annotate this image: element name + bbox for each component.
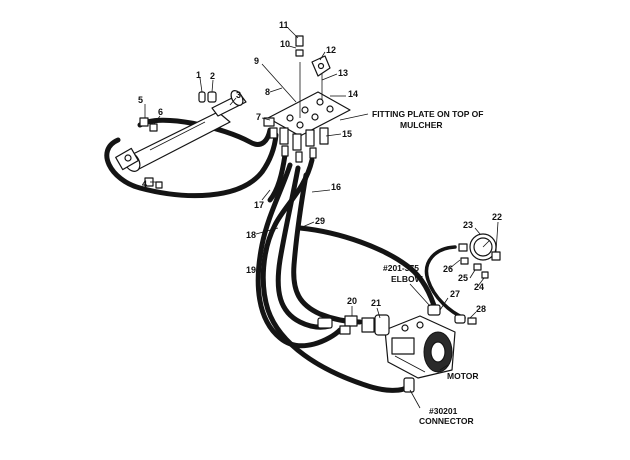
elbow-fitting: [427, 304, 477, 325]
hose-18: [275, 165, 333, 330]
connector-label-line1: #30201: [429, 406, 458, 416]
callout-15: 15: [342, 129, 352, 139]
fitting-plate-label-line1: FITTING PLATE ON TOP OF: [372, 109, 483, 119]
callout-9: 9: [254, 56, 259, 66]
motor: [384, 315, 456, 379]
callout-26: 26: [443, 264, 453, 274]
hose-19: [255, 162, 343, 349]
hose-to-elbow: [297, 225, 439, 315]
plate-fittings: [263, 117, 329, 163]
callout-20: 20: [347, 296, 357, 306]
fitting-plate: [267, 35, 351, 137]
text-labels: FITTING PLATE ON TOP OF MULCHER #201-375…: [372, 109, 483, 426]
callout-8: 8: [265, 87, 270, 97]
callout-19: 19: [246, 265, 256, 275]
hose-group: [104, 117, 466, 393]
hose-16: [260, 157, 413, 393]
leader-lines: [144, 27, 499, 409]
hose-29: [291, 172, 363, 325]
connector-fitting: [403, 377, 415, 393]
elbow-label-line2: ELBOW: [391, 274, 424, 284]
callout-2: 2: [210, 71, 215, 81]
callout-12: 12: [326, 45, 336, 55]
callout-25: 25: [458, 273, 468, 283]
fittings-20-21: [317, 314, 390, 336]
motor-label: MOTOR: [447, 371, 478, 381]
callout-10: 10: [280, 39, 290, 49]
callout-14: 14: [348, 89, 358, 99]
callout-18: 18: [246, 230, 256, 240]
callout-6: 6: [158, 107, 163, 117]
pressure-gauge: [458, 233, 501, 279]
callout-13: 13: [338, 68, 348, 78]
callout-7: 7: [256, 112, 261, 122]
callout-23: 23: [463, 220, 473, 230]
callout-27: 27: [450, 289, 460, 299]
callout-21: 21: [371, 298, 381, 308]
hose-gauge: [424, 245, 466, 320]
callout-24: 24: [474, 282, 484, 292]
callout-17: 17: [254, 200, 264, 210]
fitting-plate-label-line2: MULCHER: [400, 120, 443, 130]
callout-29: 29: [315, 216, 325, 226]
callout-4: 4: [142, 179, 147, 189]
hose-17: [267, 152, 288, 203]
hose-cylinder-left: [104, 132, 279, 199]
connector-label-line2: CONNECTOR: [419, 416, 474, 426]
callout-numbers: 1 2 3 4 5 6 7 8 9 10 11 12 13 14 15 16 1…: [138, 20, 502, 314]
callout-3: 3: [236, 90, 241, 100]
callout-5: 5: [138, 95, 143, 105]
hose-cylinder-upper: [137, 117, 273, 147]
callout-28: 28: [476, 304, 486, 314]
elbow-label-line1: #201-375: [383, 263, 419, 273]
callout-22: 22: [492, 212, 502, 222]
callout-11: 11: [279, 20, 289, 30]
small-parts-left: [124, 91, 217, 189]
hydraulic-cylinder: [115, 90, 247, 172]
callout-16: 16: [331, 182, 341, 192]
callout-1: 1: [196, 70, 201, 80]
